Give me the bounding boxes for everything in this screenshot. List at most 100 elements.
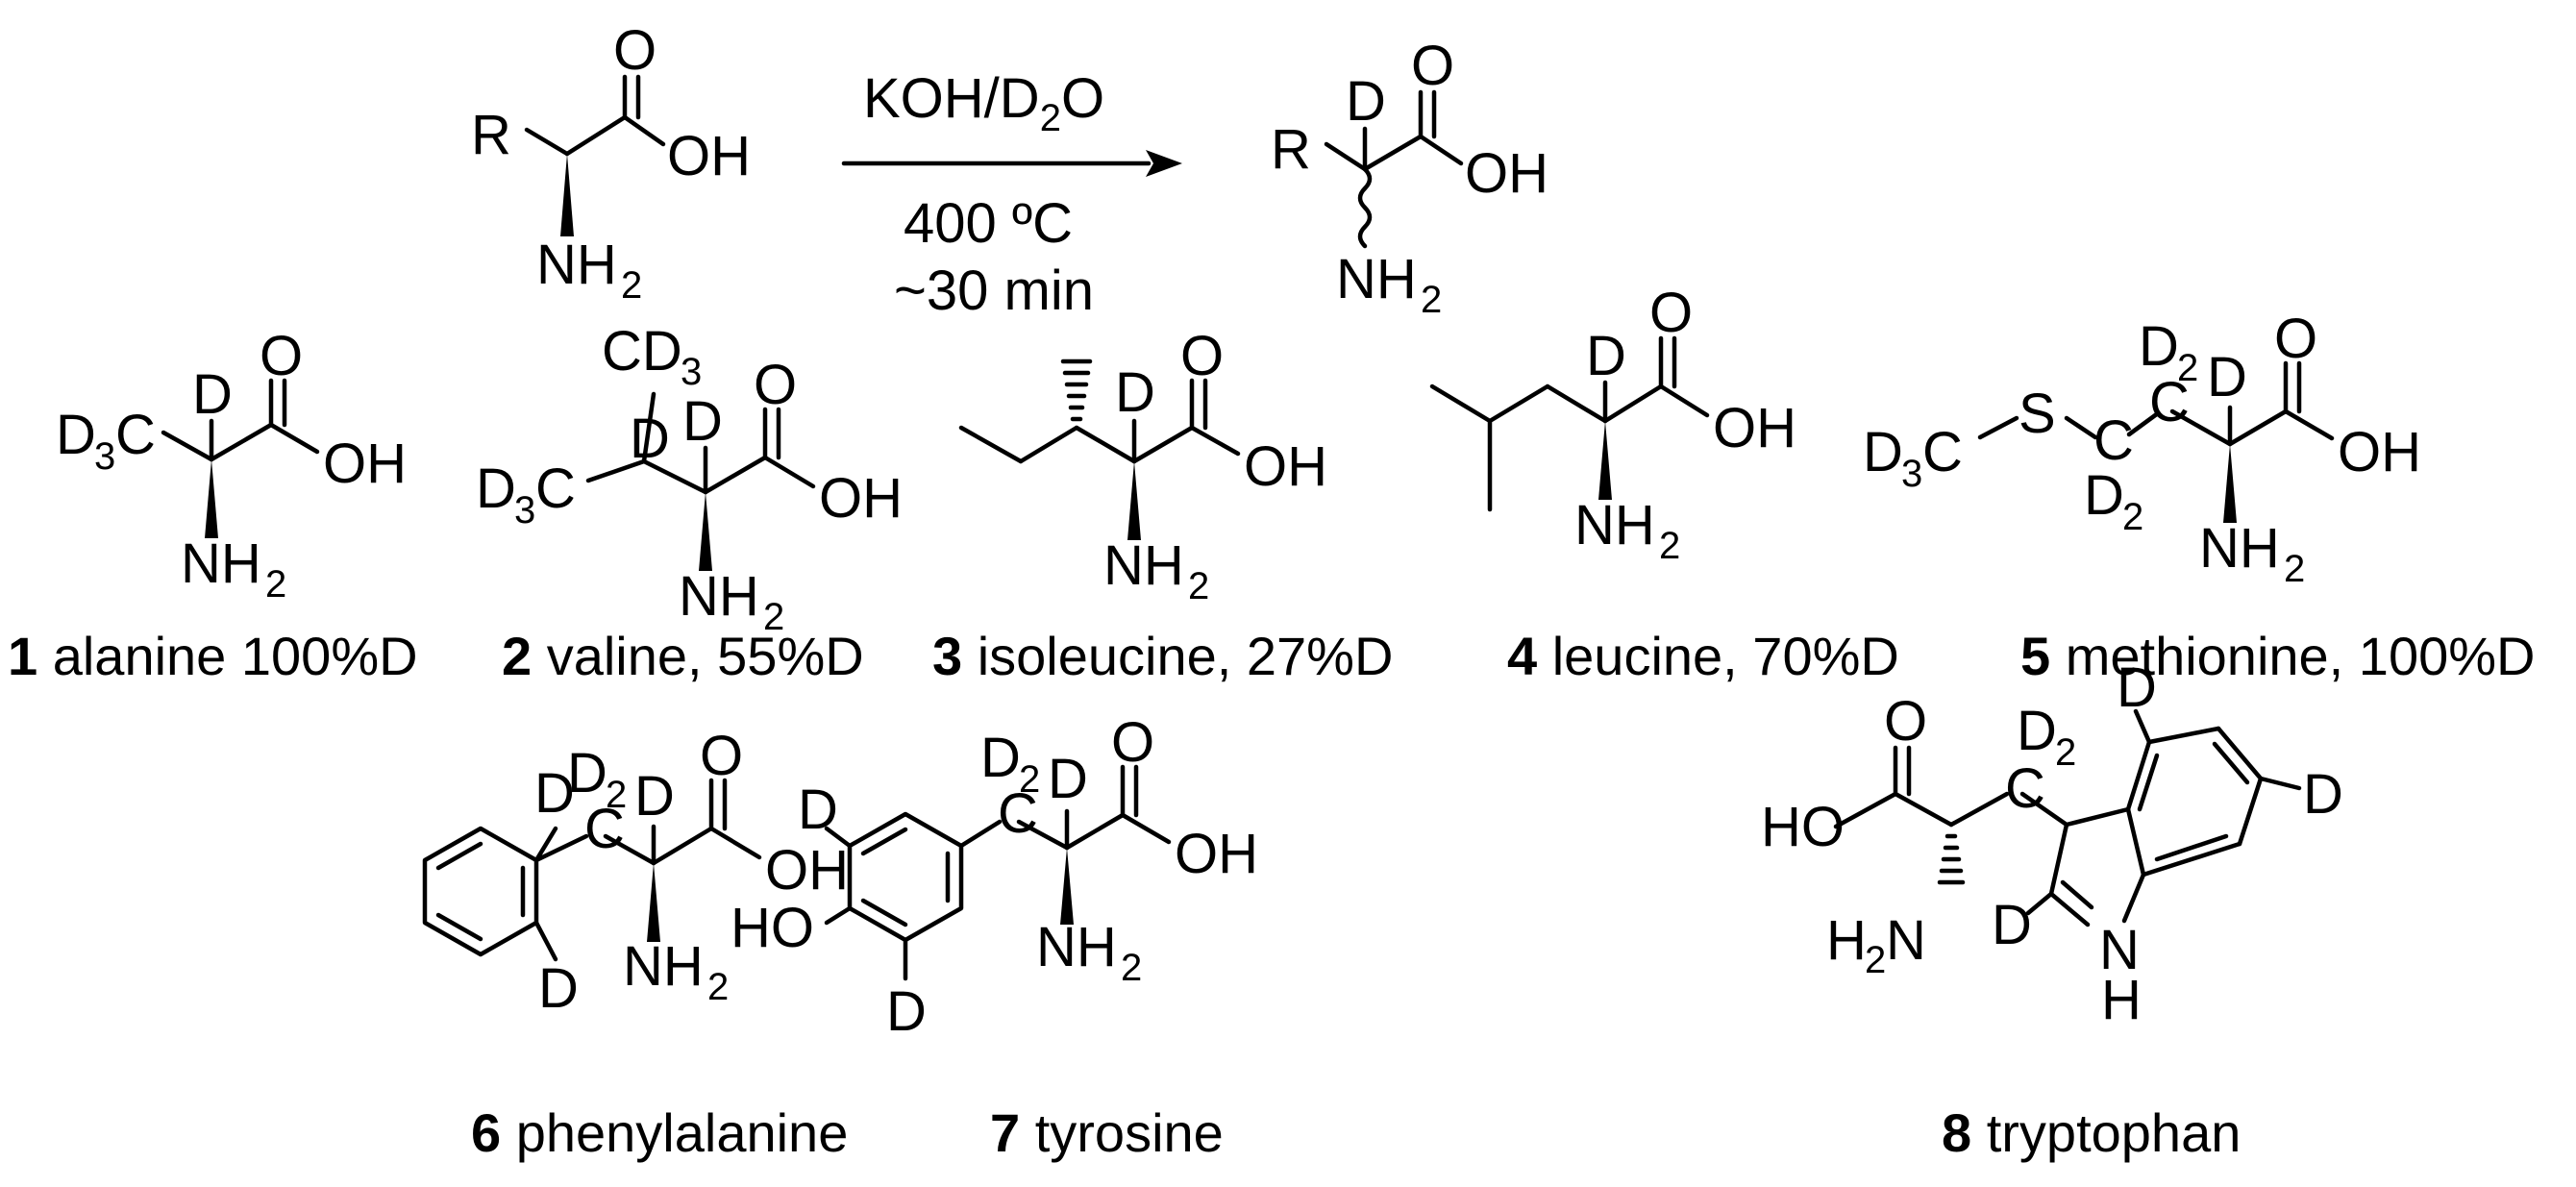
svg-text:HO: HO <box>731 897 814 959</box>
svg-text:H: H <box>1826 909 1867 972</box>
svg-text:D: D <box>56 404 96 466</box>
svg-text:OH: OH <box>1175 823 1258 885</box>
svg-text:2: 2 <box>1865 939 1886 981</box>
svg-text:O: O <box>260 325 303 387</box>
compound-5-caption: 5 methionine, 100%D <box>2020 626 2535 686</box>
svg-text:D: D <box>630 408 670 470</box>
svg-text:OH: OH <box>765 839 849 902</box>
svg-text:NH: NH <box>1336 248 1417 310</box>
compound-1-caption: 1 alanine 100%D <box>8 626 418 686</box>
svg-text:O: O <box>2274 308 2317 370</box>
svg-text:NH: NH <box>2199 517 2280 580</box>
svg-text:3: 3 <box>1901 453 1922 495</box>
svg-text:R: R <box>1271 118 1311 181</box>
svg-text:2: 2 <box>2177 347 2198 389</box>
svg-text:D: D <box>980 727 1021 789</box>
svg-text:2: 2 <box>2122 496 2143 538</box>
svg-text:O: O <box>754 354 797 416</box>
svg-text:OH: OH <box>323 433 407 495</box>
svg-text:NH: NH <box>1103 534 1184 597</box>
svg-text:2: 2 <box>2284 548 2305 590</box>
svg-text:N: N <box>2099 919 2140 981</box>
svg-text:O: O <box>1111 711 1154 774</box>
svg-text:NH: NH <box>679 565 759 628</box>
svg-text:D: D <box>2303 763 2343 826</box>
svg-text:2: 2 <box>1019 758 1040 801</box>
svg-text:D: D <box>476 457 516 520</box>
compound-2-caption: 2 valine, 55%D <box>502 626 864 686</box>
svg-text:HO: HO <box>1761 796 1845 858</box>
svg-text:D: D <box>2084 464 2124 527</box>
compound-7-caption: 7 tyrosine <box>990 1102 1224 1163</box>
reaction-temperature: 400 ºC <box>904 192 1073 255</box>
svg-text:D: D <box>1048 748 1088 810</box>
svg-text:D: D <box>192 363 233 426</box>
svg-text:C: C <box>535 457 576 520</box>
svg-text:D: D <box>1992 894 2032 956</box>
svg-text:D: D <box>886 980 927 1043</box>
svg-text:OH: OH <box>819 467 903 530</box>
svg-text:C: C <box>2149 371 2190 433</box>
svg-text:OH: OH <box>1465 142 1548 205</box>
svg-text:O: O <box>613 19 656 82</box>
svg-text:D: D <box>798 779 838 841</box>
svg-text:D: D <box>1115 361 1155 424</box>
svg-text:NH: NH <box>181 532 261 595</box>
svg-text:D: D <box>1586 325 1626 387</box>
svg-text:C: C <box>2093 409 2134 472</box>
svg-text:D: D <box>534 762 575 825</box>
hashed-wedge <box>1937 833 1966 885</box>
svg-text:2: 2 <box>1121 947 1142 989</box>
svg-text:D: D <box>567 742 607 804</box>
svg-text:N: N <box>1886 909 1926 972</box>
svg-text:2: 2 <box>707 966 729 1008</box>
svg-text:D: D <box>538 957 579 1020</box>
svg-text:C: C <box>115 404 156 466</box>
svg-text:2: 2 <box>621 264 642 307</box>
svg-text:O: O <box>1649 282 1693 344</box>
svg-text:OH: OH <box>667 125 751 187</box>
compound-4-caption: 4 leucine, 70%D <box>1507 626 1899 686</box>
svg-text:C: C <box>1922 421 1963 483</box>
svg-text:D: D <box>2117 656 2157 719</box>
svg-text:2: 2 <box>2055 731 2076 774</box>
reaction-arrow <box>841 150 1182 177</box>
svg-text:NH: NH <box>623 935 704 998</box>
compound-8-caption: 8 tryptophan <box>1942 1102 2241 1163</box>
svg-text:2: 2 <box>1421 279 1442 321</box>
svg-text:3: 3 <box>514 489 535 532</box>
svg-text:2: 2 <box>1188 565 1209 607</box>
svg-text:D: D <box>2139 315 2179 378</box>
svg-text:D: D <box>2017 700 2057 762</box>
svg-text:OH: OH <box>1244 435 1327 498</box>
svg-text:2: 2 <box>606 774 627 816</box>
svg-text:D: D <box>1346 70 1386 133</box>
svg-text:NH: NH <box>1574 494 1655 556</box>
svg-text:O: O <box>1180 325 1224 387</box>
svg-text:C: C <box>584 798 625 860</box>
svg-text:D: D <box>1863 421 1903 483</box>
svg-text:O: O <box>700 725 743 787</box>
svg-text:2: 2 <box>763 596 784 638</box>
reaction-time: ~30 min <box>894 260 1094 322</box>
svg-text:3: 3 <box>94 435 115 478</box>
svg-text:O: O <box>1884 690 1927 753</box>
svg-text:CD: CD <box>602 320 682 383</box>
svg-text:2: 2 <box>265 563 286 606</box>
compound-6-caption: 6 phenylalanine <box>471 1102 848 1163</box>
svg-text:D: D <box>682 390 723 453</box>
svg-text:3: 3 <box>681 351 702 393</box>
compound-3-caption: 3 isoleucine, 27%D <box>932 626 1393 686</box>
reaction-reagents: KOH/D2O <box>863 67 1104 139</box>
svg-text:NH: NH <box>536 234 617 296</box>
svg-text:OH: OH <box>1713 397 1796 459</box>
